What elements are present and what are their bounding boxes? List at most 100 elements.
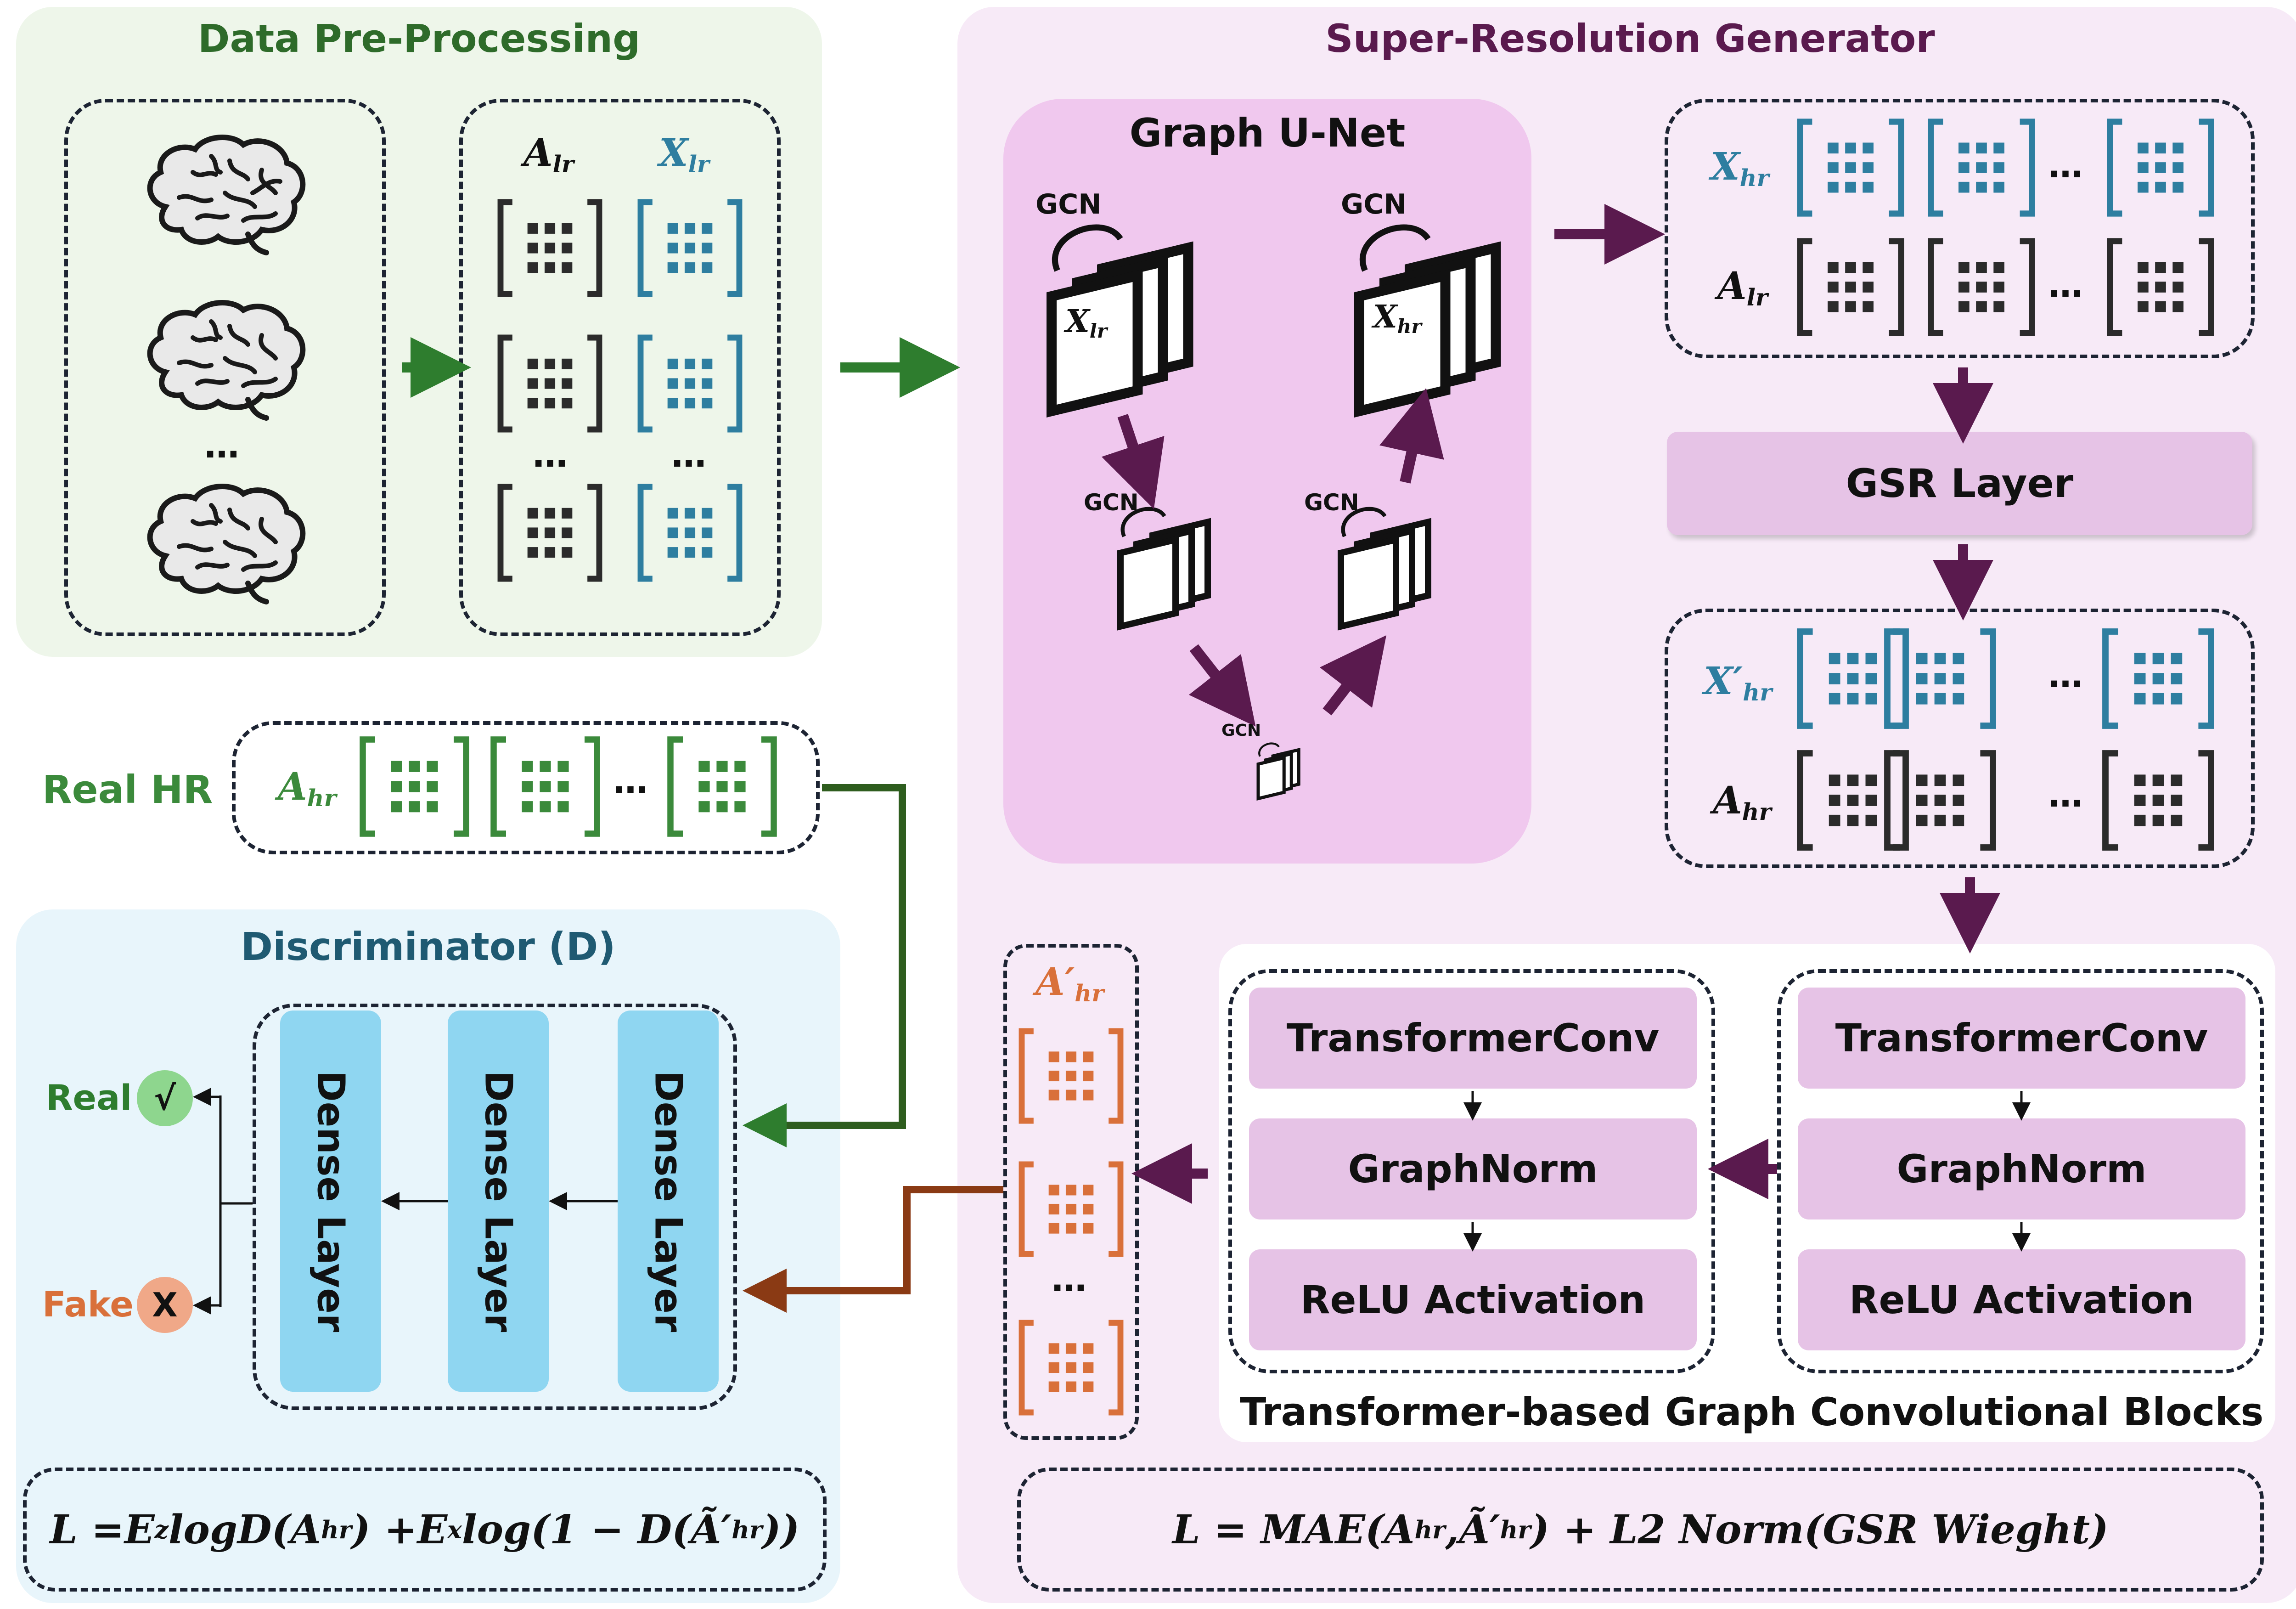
x-hr-a-lr-box [1665, 99, 2255, 358]
matrix-cell [2171, 774, 2183, 786]
matrix-cell [1916, 774, 1928, 786]
matrix-cell [2138, 282, 2149, 293]
matrix-cell [540, 801, 551, 813]
matrix-cell [684, 358, 696, 369]
a-prime-hr-matrix [1019, 1161, 1124, 1257]
matrix-cell [540, 781, 551, 792]
matrix-cell [1845, 142, 1856, 154]
matrix-cell [562, 527, 573, 538]
matrix-cell [544, 508, 556, 519]
matrix-cell [1065, 1070, 1077, 1082]
matrix-cell [1048, 1090, 1059, 1101]
matrix-cell [2152, 774, 2164, 786]
dense-layer-1: Dense Layer [280, 1011, 381, 1392]
matrix-cell [1048, 1223, 1059, 1234]
matrix-cell [1865, 795, 1877, 806]
matrix-cell [2172, 142, 2183, 154]
real-a-hr-matrix [490, 736, 600, 837]
matrix-cell [702, 378, 713, 389]
arrow-fake-to-discriminator [743, 1186, 1003, 1313]
matrix-cell [2138, 142, 2149, 154]
a-prime-hr-matrix [1019, 1028, 1124, 1124]
transformer-blocks-title: Transformer-based Graph Convolutional Bl… [1240, 1389, 2264, 1434]
matrix-cell [1863, 181, 1874, 193]
matrix-cell [2138, 262, 2149, 273]
unet-up-arrow-2 [1379, 388, 1444, 484]
matrix-cell [1048, 1051, 1059, 1062]
matrix-cell [562, 243, 573, 254]
matrix-cell [684, 223, 696, 234]
x-lr-label: Xlr [659, 131, 709, 178]
matrix-cell [1847, 814, 1859, 826]
matrix-cell [1829, 693, 1840, 705]
matrix-cell [1953, 653, 1964, 665]
matrix-cell [1083, 1051, 1094, 1062]
lr-a-ellipsis: … [533, 434, 568, 475]
matrix-cell [1934, 814, 1946, 826]
brain-icon [147, 135, 306, 255]
unet-down-arrow-1 [1101, 414, 1165, 509]
matrix-cell [562, 262, 573, 273]
x-hr-matrix [2107, 119, 2214, 217]
gcn-stack-encoder-2 [1117, 507, 1211, 631]
x-hr-matrix [1797, 119, 1904, 217]
matrix-cell [1065, 1203, 1077, 1215]
matrix-cell [684, 398, 696, 409]
matrix-cell [2152, 673, 2164, 684]
matrix-cell [544, 358, 556, 369]
matrix-cell [2155, 262, 2166, 273]
a-lr-gen-ellipsis: … [2048, 264, 2083, 305]
matrix-cell [1958, 181, 1970, 193]
x-hr-label: Xhr [1711, 145, 1769, 192]
brain-icon [147, 484, 306, 604]
a-prime-ellipsis: … [1052, 1259, 1086, 1299]
matrix-cell [1916, 653, 1928, 665]
x-hr-matrix [1928, 119, 2035, 217]
x-prime-hr-label: X′hr [1704, 659, 1772, 706]
unet-x-hr-label: Xhr [1373, 299, 1422, 338]
matrix-cell [1845, 162, 1856, 173]
matrix-cell [1065, 1185, 1077, 1196]
matrix-cell [1065, 1343, 1077, 1354]
matrix-cell [1976, 282, 1987, 293]
matrix-cell [562, 223, 573, 234]
matrix-cell [1863, 142, 1874, 154]
discriminator-title: Discriminator (D) [241, 924, 616, 969]
matrix-cell [1847, 673, 1859, 684]
matrix-cell [1829, 774, 1840, 786]
a-lr-matrix [497, 484, 602, 582]
matrix-cell [527, 508, 538, 519]
gcn-stack-decoder-1 [1354, 224, 1501, 418]
x-lr-matrix [637, 334, 743, 433]
matrix-cell [1083, 1090, 1094, 1101]
matrix-cell [1958, 301, 1970, 312]
relu-activation-2: ReLU Activation [1798, 1249, 2245, 1350]
matrix-cell [527, 378, 538, 389]
matrix-cell [2134, 693, 2146, 705]
matrix-cell [667, 508, 678, 519]
gcn-label-dec-2: GCN [1304, 489, 1359, 516]
matrix-cell [1847, 774, 1859, 786]
matrix-cell [1828, 282, 1839, 293]
matrix-cell [1083, 1185, 1094, 1196]
matrix-cell [1829, 673, 1840, 684]
gen-formula-box [1017, 1468, 2264, 1592]
real-a-hr-matrix [667, 736, 777, 837]
matrix-cell [562, 508, 573, 519]
a-hr-tilde-label: Ahr [1713, 779, 1772, 826]
x-prime-hr-matrix [2102, 628, 2214, 729]
matrix-cell [427, 781, 438, 792]
block-2-box [1777, 969, 2264, 1373]
matrix-cell [1993, 181, 2004, 193]
matrix-cell [1916, 795, 1928, 806]
matrix-cell [1847, 653, 1859, 665]
matrix-cell [522, 781, 533, 792]
gcn-label-enc-2: GCN [1084, 489, 1139, 516]
graph-norm-2: GraphNorm [1798, 1118, 2245, 1219]
matrix-cell [1863, 301, 1874, 312]
matrix-cell [1993, 162, 2004, 173]
matrix-cell [1976, 181, 1987, 193]
matrix-cell [667, 378, 678, 389]
matrix-cell [562, 398, 573, 409]
